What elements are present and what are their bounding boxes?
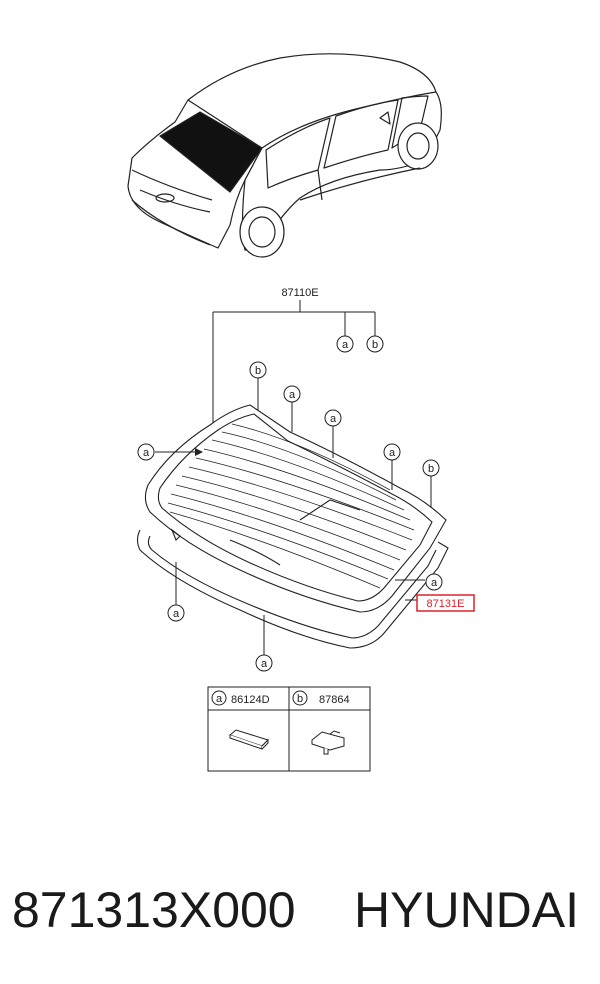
footer: 871313X000 HYUNDAI <box>0 870 600 950</box>
callout-a: a <box>431 577 438 589</box>
callout-a: a <box>342 339 349 351</box>
callout-a: a <box>173 608 180 620</box>
arrow-head <box>195 448 203 456</box>
clip-part-icon <box>228 729 269 750</box>
legend-a-letter: a <box>216 693 223 705</box>
callout-b: b <box>255 365 261 377</box>
part-code: 871313X000 <box>12 882 296 938</box>
car-illustration <box>127 53 442 258</box>
legend-a-part-number: 86124D <box>231 694 270 706</box>
callout-a: a <box>289 389 296 401</box>
callout-a: a <box>261 658 268 670</box>
legend-b-letter: b <box>297 693 303 705</box>
highlighted-part-number: 87131E <box>427 598 465 610</box>
callout-b: b <box>428 463 434 475</box>
rear-window-highlight <box>159 111 263 193</box>
assembly-part-number: 87110E <box>281 287 318 299</box>
holder-part-icon <box>311 730 345 755</box>
callout-labels: a b b a a a b a a a a <box>143 339 438 670</box>
legend-table <box>207 686 371 772</box>
callout-circles <box>137 335 443 672</box>
highlighted-part-box <box>416 594 475 612</box>
brand-name: HYUNDAI <box>354 882 580 938</box>
callout-a: a <box>143 447 150 459</box>
callout-leaders <box>155 378 432 655</box>
callout-a: a <box>330 413 337 425</box>
legend-b-part-number: 87864 <box>319 694 350 706</box>
callout-a: a <box>389 447 396 459</box>
callout-b: b <box>372 339 378 351</box>
assembly-bracket <box>212 300 376 430</box>
